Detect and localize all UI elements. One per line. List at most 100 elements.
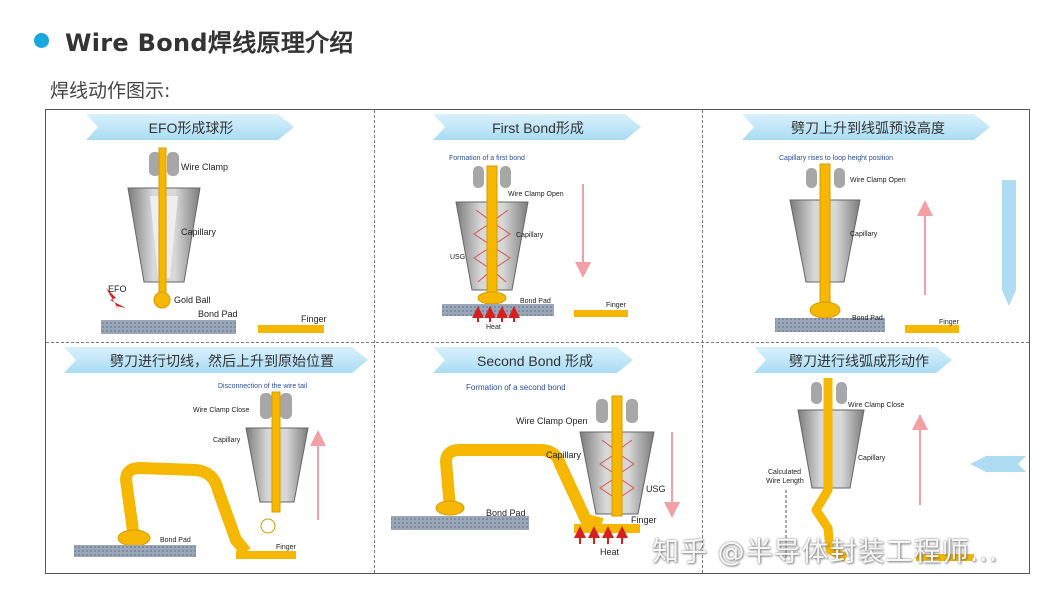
wire-clamp-right [280,393,292,419]
label-wire-clamp: Wire Clamp Open [516,416,588,426]
side-arrow [970,456,1026,472]
diagram-canvas: EFO形成球形 Wire Clamp Capillary EFO Gold Ba… [64,114,1026,563]
label-wire-clamp: Wire Clamp Close [193,407,250,414]
wire-clamp-right [626,399,638,423]
banner-shape [433,114,641,140]
banner-shape [754,347,952,373]
bond-pad [74,545,196,557]
label-capillary: Capillary [516,232,544,239]
label-efo: EFO [108,284,127,294]
bonded-ball [117,529,151,547]
wire [486,165,498,297]
diagram-grid: EFO形成球形 Wire Clamp Capillary EFO Gold Ba… [45,109,1030,574]
row-divider [46,342,1029,343]
label-bond-pad: Bond Pad [160,537,191,544]
label-gold-ball: Gold Ball [174,295,211,305]
label-calc-length-line2: Wire Length [766,478,804,485]
column-divider [374,110,375,573]
bonded-ball [435,500,465,516]
banner-shape [433,347,633,373]
caption-loop-height: Capillary rises to loop height position [779,155,893,162]
banner-loop-height: 劈刀上升到线弧预设高度 [791,120,945,136]
finger [574,524,640,533]
gold-ball [153,291,171,309]
banner-shape [86,114,294,140]
label-bond-pad: Bond Pad [486,508,526,518]
bonded-ball [477,291,507,305]
finger [905,325,959,333]
caption-first-bond: Formation of a first bond [449,155,525,162]
wire-clamp-left [149,152,161,176]
caption-second-bond: Formation of a second bond [466,383,566,392]
label-finger: Finger [606,302,627,309]
label-wire-clamp: Wire Clamp [181,162,228,172]
wire-loop [811,378,849,563]
wire-clamp-right [834,168,845,188]
wire [611,395,623,517]
label-bond-pad: Bond Pad [198,309,238,319]
wire-loop [440,444,604,530]
finger [236,551,296,559]
label-capillary: Capillary [850,231,878,238]
label-capillary: Capillary [858,455,886,462]
label-finger: Finger [631,515,657,525]
wire-clamp-left [811,382,822,404]
panel-second-bond: Second Bond 形成 Formation of a second bon… [391,347,680,557]
caption-tail-cut: Disconnection of the wire tail [218,383,308,390]
banner-shape [742,114,990,140]
page-title: Wire Bond焊线原理介绍 [65,28,354,57]
panel-first-bond: First Bond形成 Formation of a first bond W… [433,114,641,331]
wire [819,163,831,305]
panel-loop-forming: 劈刀进行线弧成形动作 Wire Clamp Close Capillary Ca… [754,347,1026,563]
finger [258,325,324,333]
banner-loop-forming: 劈刀进行线弧成形动作 [789,353,929,369]
banner-first-bond: First Bond形成 [492,120,584,136]
label-finger: Finger [939,319,960,326]
banner-shape [64,347,368,373]
label-calc-length-line1: Calculated [768,469,801,476]
wire-clamp-right [500,166,511,188]
label-usg: USG [450,254,465,261]
wire-clamp-right [836,382,847,404]
bond-pad [391,516,529,530]
page-subtitle: 焊线动作图示: [50,80,171,102]
side-arrow [1002,180,1016,306]
finger [574,310,628,317]
banner-efo: EFO形成球形 [149,120,234,136]
wire-clamp-left [260,393,272,419]
label-usg: USG [646,484,666,494]
label-wire-clamp: Wire Clamp Close [848,402,905,409]
tail-ball [260,518,276,534]
wire-clamp-left [596,399,608,423]
bond-pad [101,320,236,334]
label-bond-pad: Bond Pad [852,315,883,322]
label-finger: Finger [301,314,327,324]
label-capillary: Capillary [213,437,241,444]
label-finger: Finger [276,544,297,551]
bond-pad [442,304,554,316]
wire-tail [271,391,281,513]
wire-clamp-right [167,152,179,176]
panel-efo: EFO形成球形 Wire Clamp Capillary EFO Gold Ba… [86,114,327,334]
label-heat: Heat [486,324,501,331]
finger [916,554,974,561]
label-wire-clamp: Wire Clamp Open [850,177,906,184]
label-capillary: Capillary [181,227,217,237]
title-row: Wire Bond焊线原理介绍 [34,22,354,58]
wire-clamp-left [806,168,817,188]
banner-second-bond: Second Bond 形成 [477,353,593,369]
efo-spark-icon [106,288,126,312]
bonded-ball [809,301,841,319]
panel-tail-cut: 劈刀进行切线，然后上升到原始位置 Disconnection of the wi… [64,347,368,559]
column-divider [702,110,703,573]
label-capillary: Capillary [546,450,582,460]
wire-loop [120,462,251,556]
label-bond-pad: Bond Pad [520,298,551,305]
wire [158,147,167,299]
panel-loop-height: 劈刀上升到线弧预设高度 Capillary rises to loop heig… [742,114,1016,333]
watermark: 知乎 @半导体封装工程师... [652,537,999,568]
bond-pad [775,318,885,332]
label-heat: Heat [600,547,620,557]
label-wire-clamp: Wire Clamp Open [508,191,564,198]
banner-tail-cut: 劈刀进行切线，然后上升到原始位置 [110,353,334,369]
